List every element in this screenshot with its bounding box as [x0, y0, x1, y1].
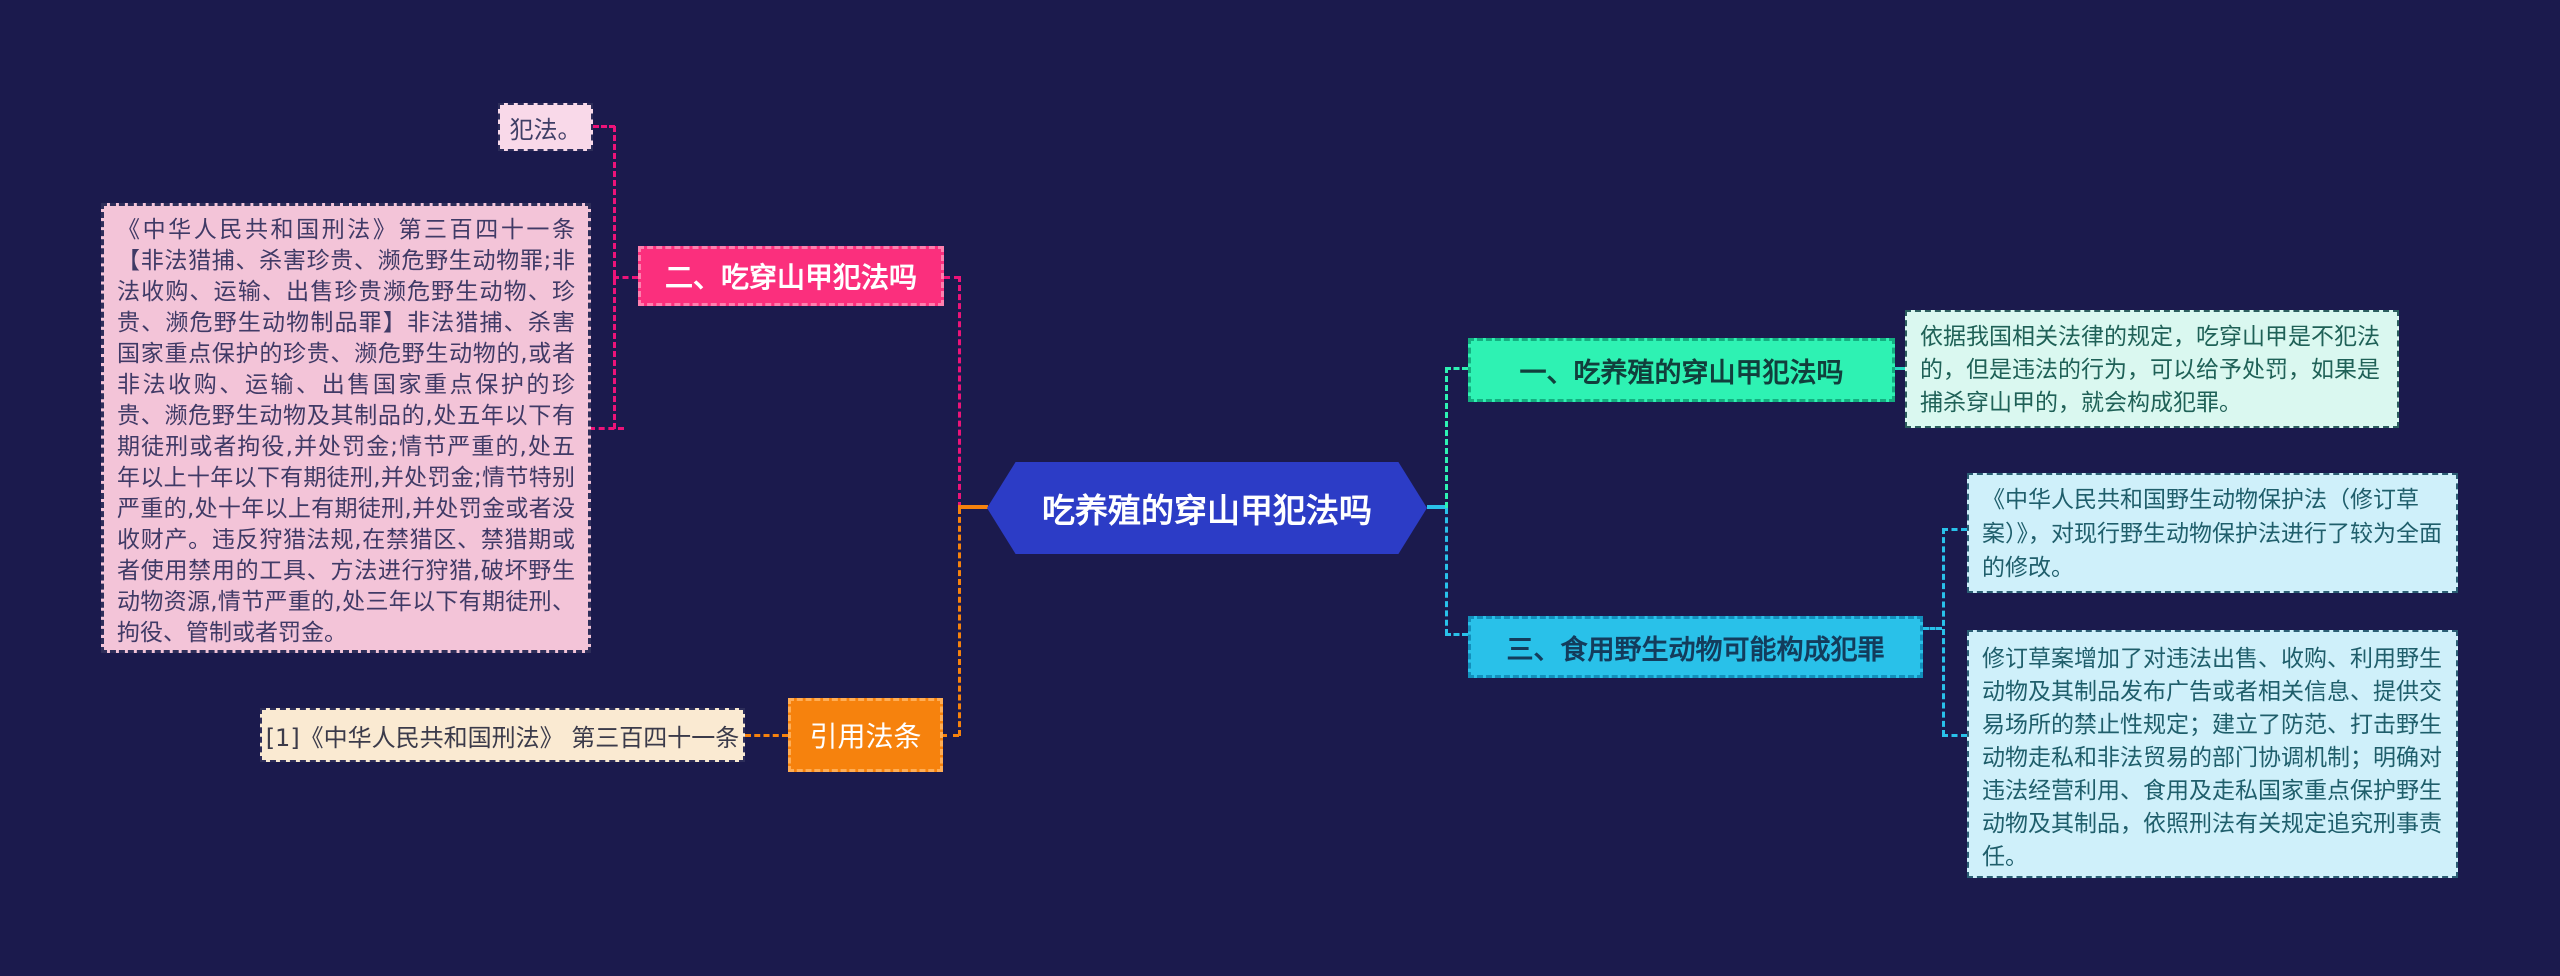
branch-two-node[interactable]: 二、吃穿山甲犯法吗: [638, 246, 944, 306]
connector-branch3-right-stub: [1923, 627, 1942, 630]
connector-revision-detail-stub: [1942, 734, 1967, 737]
branch-three-node[interactable]: 三、食用野生动物可能构成犯罪: [1468, 616, 1923, 678]
connector-branch2-trunk: [613, 126, 616, 429]
connector-revision-note-stub: [1942, 528, 1967, 531]
connector-branch2-node-right-stub: [944, 276, 960, 279]
central-topic-node[interactable]: 吃养殖的穿山甲犯法吗: [987, 462, 1427, 554]
citation-reference-note[interactable]: [1]《中华人民共和国刑法》 第三百四十一条: [260, 708, 745, 762]
connector-branch1-answer-stub: [1895, 367, 1905, 370]
connector-branch3-node-stub: [1445, 633, 1468, 636]
connector-branch1-node-stub: [1445, 367, 1468, 370]
citation-node[interactable]: 引用法条: [788, 698, 943, 772]
branch-two-answer-note[interactable]: 犯法。: [498, 103, 593, 151]
connector-answer-stub: [593, 125, 615, 128]
connector-central-right-stub: [1427, 505, 1446, 509]
connector-right-trunk-lower: [1445, 508, 1448, 635]
connector-law-note-stub: [589, 427, 624, 430]
connector-left-trunk-lower: [958, 508, 961, 736]
connector-right-trunk-upper: [1445, 367, 1448, 508]
revision-draft-detail-note[interactable]: 修订草案增加了对违法出售、收购、利用野生动物及其制品发布广告或者相关信息、提供交…: [1967, 630, 2458, 878]
connector-left-trunk-upper: [958, 276, 961, 508]
wildlife-protection-law-revision-note[interactable]: 《中华人民共和国野生动物保护法（修订草案）》，对现行野生动物保护法进行了较为全面…: [1967, 473, 2458, 593]
branch-one-answer-note[interactable]: 依据我国相关法律的规定，吃穿山甲是不犯法的，但是违法的行为，可以给予处罚，如果是…: [1905, 310, 2399, 428]
connector-citation-ref-stub: [745, 734, 788, 737]
connector-citation-right-stub: [941, 734, 959, 737]
branch-one-node[interactable]: 一、吃养殖的穿山甲犯法吗: [1468, 338, 1895, 402]
connector-branch3-trunk: [1942, 528, 1945, 736]
connector-central-left-stub: [958, 505, 988, 509]
criminal-law-article-note[interactable]: 《中华人民共和国刑法》第三百四十一条【非法猎捕、杀害珍贵、濒危野生动物罪;非法收…: [101, 203, 591, 653]
connector-branch2-node-left-stub: [613, 276, 638, 279]
